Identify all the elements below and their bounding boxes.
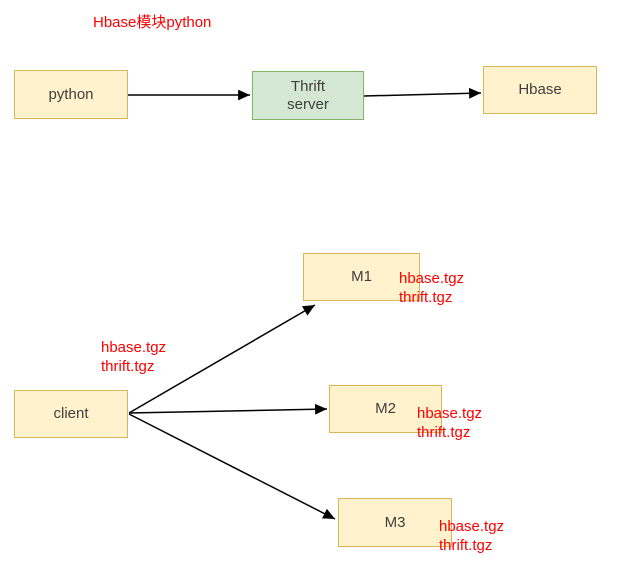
node-m1-label: M1 [351, 268, 372, 285]
node-thrift-server-label: Thrift server [287, 77, 329, 113]
node-client: client [14, 390, 128, 438]
annotation-m3-files: hbase.tgz thrift.tgz [439, 518, 505, 554]
node-python: python [14, 70, 128, 119]
diagram-title: Hbase模块python [93, 14, 212, 31]
node-m3: M3 [338, 498, 452, 547]
node-m1: M1 [303, 253, 420, 301]
annotation-client-files: hbase.tgz thrift.tgz [101, 339, 167, 375]
node-thrift-server: Thrift server [252, 71, 364, 120]
node-python-label: python [48, 85, 94, 103]
node-m2: M2 [329, 385, 442, 433]
node-hbase-label: Hbase [518, 81, 562, 98]
annotation-m1-files: hbase.tgz thrift.tgz [399, 270, 465, 306]
annotation-m2-files: hbase.tgz thrift.tgz [417, 405, 483, 441]
node-m2-label: M2 [375, 400, 396, 417]
edge-client-to-m2 [128, 403, 328, 415]
node-client-label: client [53, 405, 89, 422]
edge-client-to-m3 [128, 413, 336, 520]
edge-client-to-m1 [128, 304, 316, 414]
node-hbase: Hbase [483, 66, 597, 114]
node-m3-label: M3 [384, 513, 406, 531]
edge-thrift-to-hbase [363, 87, 482, 99]
